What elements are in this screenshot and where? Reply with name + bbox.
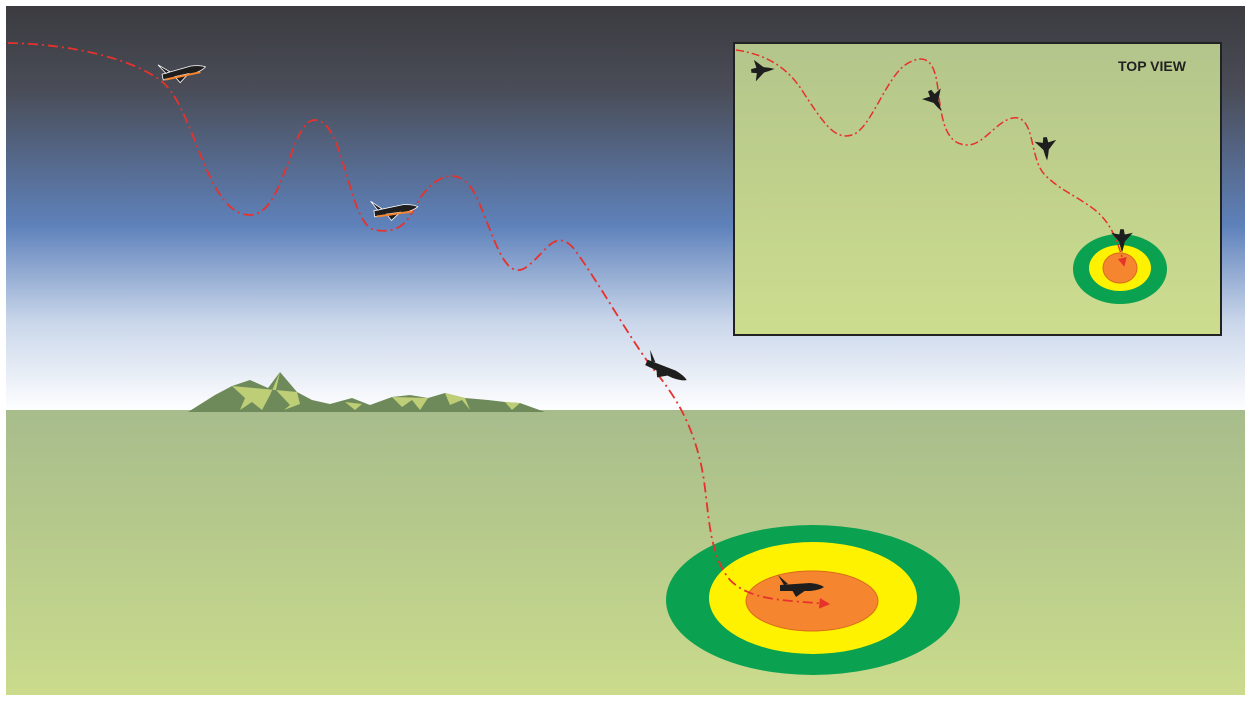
top-view-inset: TOP VIEW [733, 42, 1222, 336]
bullseye-icon [666, 525, 960, 675]
top-view-trajectory [735, 49, 1127, 267]
landing-zone-inner [745, 570, 879, 632]
inset-title: TOP VIEW [1118, 58, 1187, 74]
mountain-range-icon [188, 372, 545, 412]
space-shuttle-icon [157, 54, 209, 87]
space-shuttle-icon [370, 194, 420, 224]
bullseye-icon [1073, 234, 1167, 304]
ground [0, 410, 1251, 701]
reentry-trajectory [7, 42, 831, 609]
